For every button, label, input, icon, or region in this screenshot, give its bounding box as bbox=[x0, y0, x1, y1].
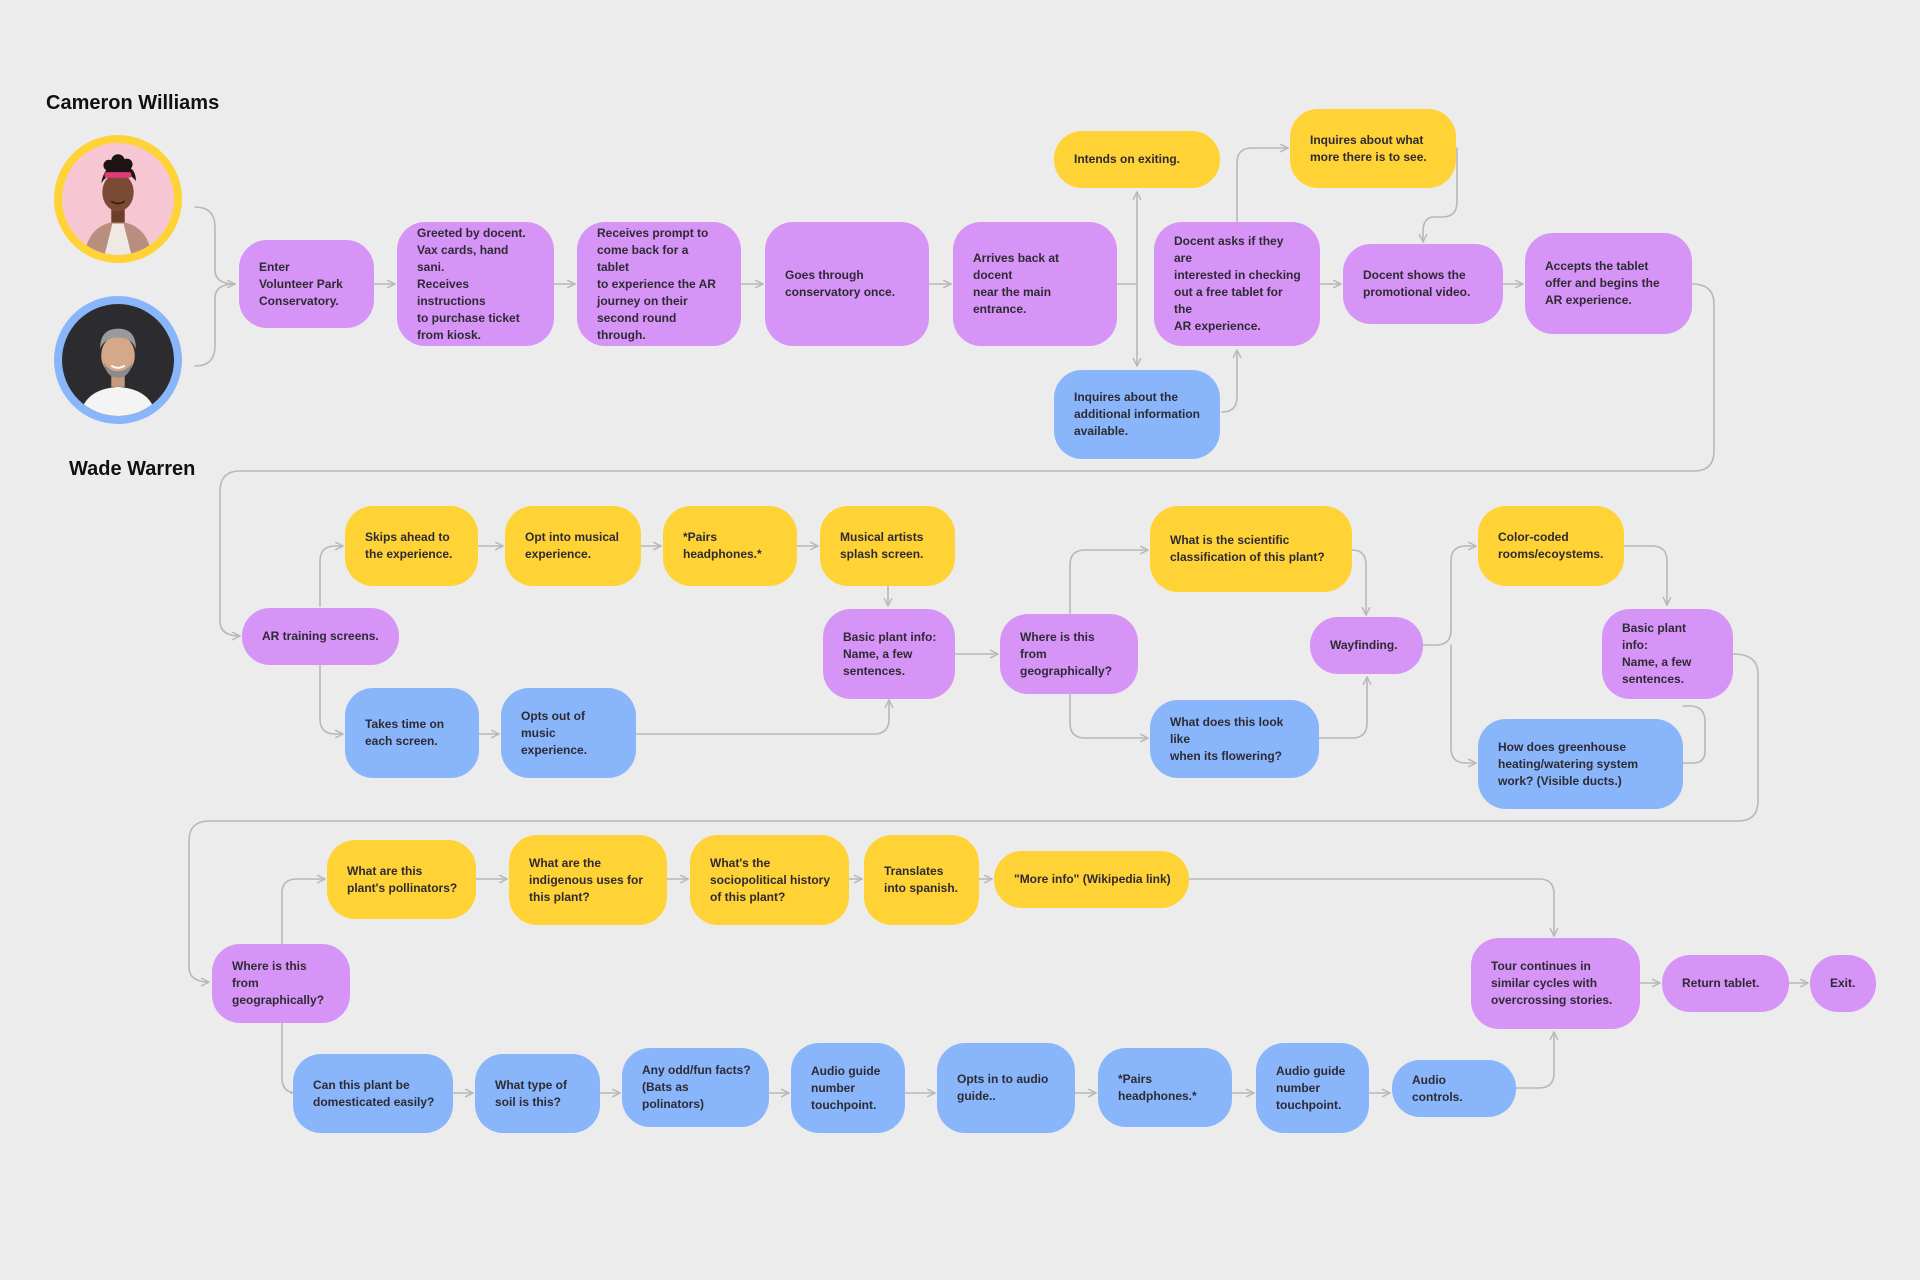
man-portrait-icon bbox=[62, 304, 174, 416]
connector bbox=[1318, 676, 1372, 739]
journey-step: Arrives back at docent near the main ent… bbox=[953, 222, 1117, 346]
connector bbox=[194, 283, 236, 367]
journey-step: *Pairs headphones.* bbox=[663, 506, 797, 586]
journey-step: Skips ahead to the experience. bbox=[345, 506, 478, 586]
woman-portrait-icon bbox=[62, 143, 174, 255]
journey-step: Takes time on each screen. bbox=[345, 688, 479, 778]
connector bbox=[281, 874, 326, 945]
journey-step: Docent shows the promotional video. bbox=[1343, 244, 1503, 324]
persona-name-cameron: Cameron Williams bbox=[46, 92, 220, 114]
journey-step: What are the indigenous uses for this pl… bbox=[509, 835, 667, 925]
connector bbox=[1450, 644, 1477, 768]
journey-step: Musical artists splash screen. bbox=[820, 506, 955, 586]
journey-step: Where is this from geographically? bbox=[1000, 614, 1138, 694]
journey-step: What are this plant's pollinators? bbox=[327, 840, 476, 919]
persona-name-wade: Wade Warren bbox=[69, 458, 196, 480]
journey-step: Audio guide number touchpoint. bbox=[791, 1043, 905, 1133]
journey-step: Color-coded rooms/ecoystems. bbox=[1478, 506, 1624, 586]
connector bbox=[194, 206, 236, 289]
journey-step: Any odd/fun facts? (Bats as polinators) bbox=[622, 1048, 769, 1127]
connector bbox=[1418, 147, 1458, 243]
journey-step: What does this look like when its flower… bbox=[1150, 700, 1319, 778]
connector bbox=[1069, 545, 1149, 614]
connector bbox=[1236, 143, 1289, 222]
connector bbox=[1188, 878, 1559, 937]
journey-step: Goes through conservatory once. bbox=[765, 222, 929, 346]
connector bbox=[1682, 705, 1706, 764]
journey-step: Docent asks if they are interested in ch… bbox=[1154, 222, 1320, 346]
journey-step: Wayfinding. bbox=[1310, 617, 1423, 674]
connector bbox=[319, 663, 344, 739]
journey-step: *Pairs headphones.* bbox=[1098, 1048, 1232, 1127]
journey-step: Audio controls. bbox=[1392, 1060, 1516, 1117]
connector bbox=[219, 283, 1715, 641]
connector bbox=[1422, 541, 1477, 646]
journey-step: Greeted by docent. Vax cards, hand sani.… bbox=[397, 222, 554, 346]
journey-step: Return tablet. bbox=[1662, 955, 1789, 1012]
journey-step: Exit. bbox=[1810, 955, 1876, 1012]
connector bbox=[319, 541, 344, 607]
connector bbox=[635, 699, 894, 735]
journey-step: Audio guide number touchpoint. bbox=[1256, 1043, 1369, 1133]
journey-step: AR training screens. bbox=[242, 608, 399, 665]
journey-step: Inquires about the additional informatio… bbox=[1054, 370, 1220, 459]
connector bbox=[1351, 549, 1371, 616]
journey-step: Opt into musical experience. bbox=[505, 506, 641, 586]
journey-step: Receives prompt to come back for a table… bbox=[577, 222, 741, 346]
journey-step: Inquires about what more there is to see… bbox=[1290, 109, 1456, 188]
journey-step: Where is this from geographically? bbox=[212, 944, 350, 1023]
journey-step: Translates into spanish. bbox=[864, 835, 979, 925]
journey-step: Accepts the tablet offer and begins the … bbox=[1525, 233, 1692, 334]
journey-step: Tour continues in similar cycles with ov… bbox=[1471, 938, 1640, 1029]
connector bbox=[1069, 693, 1149, 743]
journey-step: What type of soil is this? bbox=[475, 1054, 600, 1133]
journey-step: Opts out of music experience. bbox=[501, 688, 636, 778]
avatar bbox=[54, 135, 182, 263]
connector bbox=[1221, 349, 1242, 413]
journey-step: Can this plant be domesticated easily? bbox=[293, 1054, 453, 1133]
avatar bbox=[54, 296, 182, 424]
journey-step: Intends on exiting. bbox=[1054, 131, 1220, 188]
journey-step: Basic plant info: Name, a few sentences. bbox=[1602, 609, 1733, 699]
journey-step: Basic plant info: Name, a few sentences. bbox=[823, 609, 955, 699]
connector bbox=[1116, 191, 1142, 285]
journey-step: "More info" (Wikipedia link) bbox=[994, 851, 1189, 908]
journey-step: What's the sociopolitical history of thi… bbox=[690, 835, 849, 925]
connector bbox=[1515, 1031, 1559, 1089]
journey-step: How does greenhouse heating/watering sys… bbox=[1478, 719, 1683, 809]
journey-step: Enter Volunteer Park Conservatory. bbox=[239, 240, 374, 328]
connector bbox=[188, 653, 1759, 987]
journey-step: Opts in to audio guide.. bbox=[937, 1043, 1075, 1133]
connector bbox=[1623, 545, 1672, 606]
journey-step: What is the scientific classification of… bbox=[1150, 506, 1352, 592]
